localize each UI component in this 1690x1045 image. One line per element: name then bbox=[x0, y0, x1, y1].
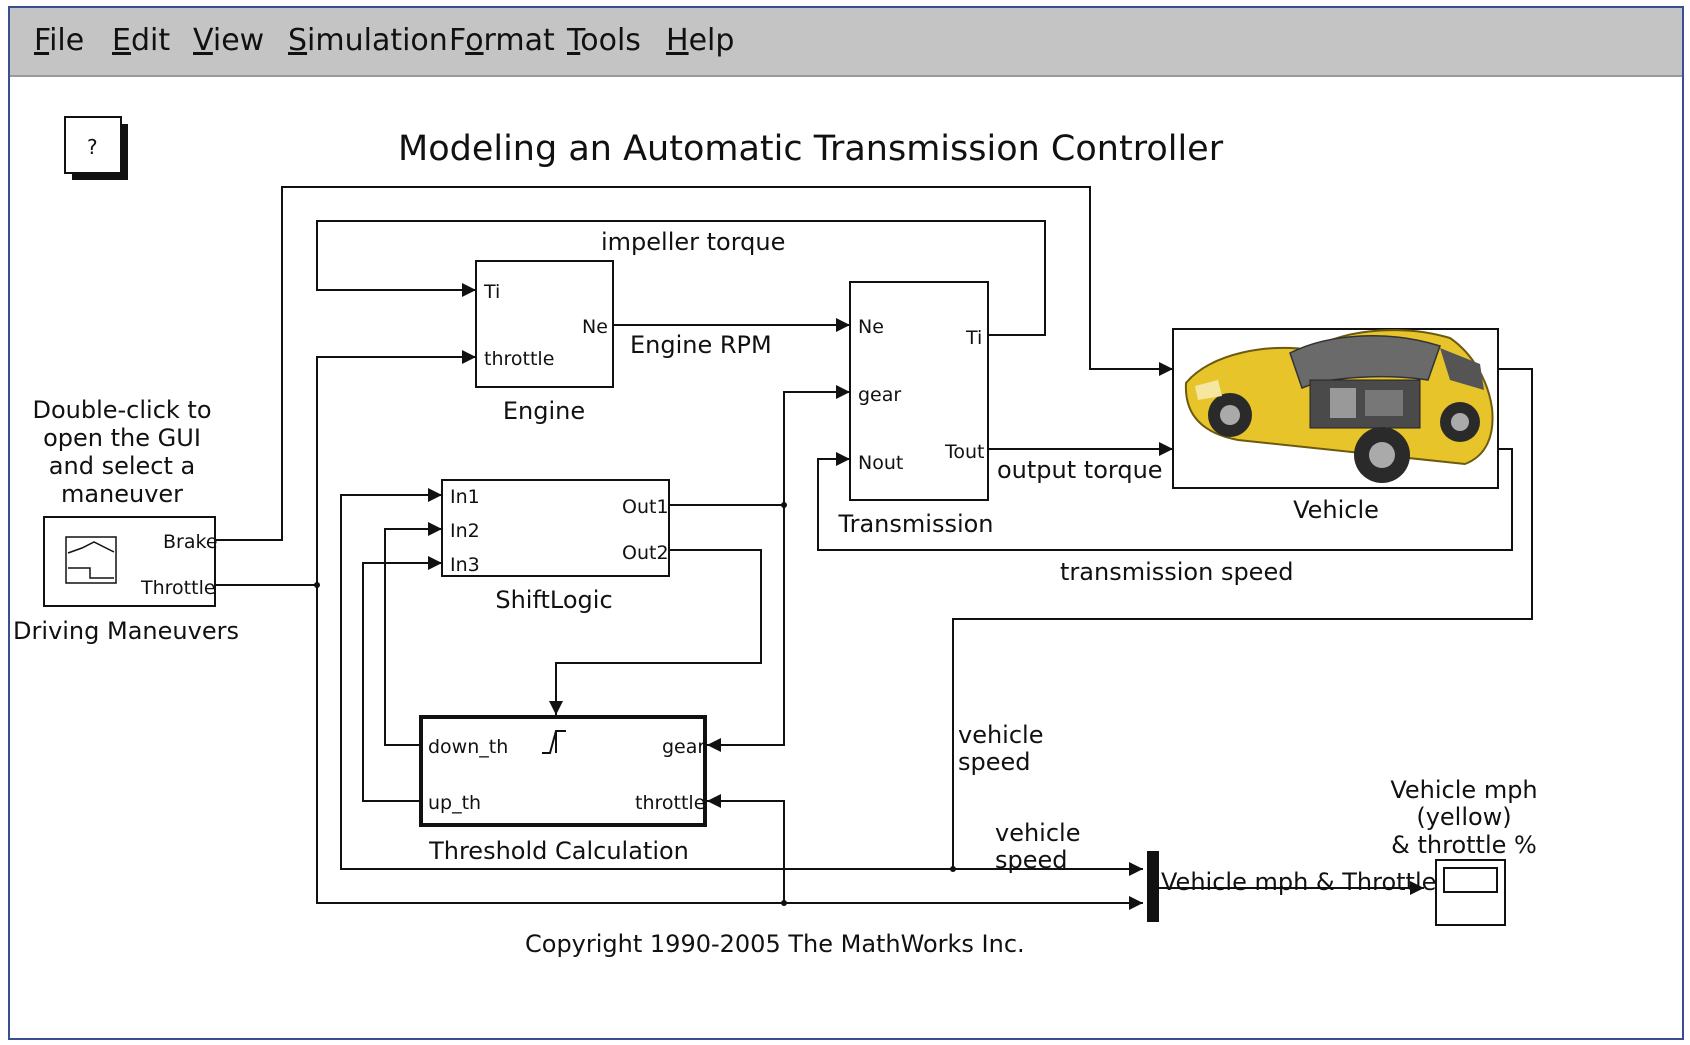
svg-text:?: ? bbox=[87, 135, 98, 159]
label-engine-rpm: Engine RPM bbox=[630, 331, 772, 359]
block-name: Engine bbox=[503, 397, 585, 425]
svg-text:and select a: and select a bbox=[49, 452, 195, 480]
svg-text:In1: In1 bbox=[450, 486, 480, 508]
line-throttle-to-mux[interactable] bbox=[316, 585, 1143, 910]
branch-points bbox=[314, 502, 956, 906]
label-output-torque: output torque bbox=[997, 456, 1163, 484]
label-impeller-torque: impeller torque bbox=[601, 228, 785, 256]
signal-builder-icon bbox=[65, 536, 117, 584]
svg-text:throttle: throttle bbox=[635, 792, 705, 814]
block-name: ShiftLogic bbox=[495, 586, 612, 614]
menu-format[interactable]: Format bbox=[449, 23, 555, 58]
menu-simulation[interactable]: Simulation bbox=[288, 23, 448, 58]
svg-text:Throttle: Throttle bbox=[140, 577, 216, 599]
svg-text:& throttle %: & throttle % bbox=[1391, 831, 1537, 859]
line-impeller-torque[interactable] bbox=[316, 220, 1046, 336]
menu-tools[interactable]: Tools bbox=[567, 23, 641, 58]
svg-text:open the GUI: open the GUI bbox=[43, 424, 201, 452]
menu-help[interactable]: Help bbox=[666, 23, 735, 58]
signal-lines bbox=[215, 186, 1533, 910]
line-gear-to-threshold[interactable] bbox=[707, 505, 785, 752]
block-name: Vehicle bbox=[1293, 496, 1379, 524]
menu-view[interactable]: View bbox=[193, 23, 265, 58]
label-vehicle-speed-b: speed bbox=[958, 748, 1031, 776]
menu-edit[interactable]: Edit bbox=[112, 23, 171, 58]
svg-text:Double-click to: Double-click to bbox=[32, 396, 211, 424]
svg-text:gear: gear bbox=[662, 736, 705, 758]
svg-text:gear: gear bbox=[858, 384, 901, 406]
line-out2[interactable] bbox=[549, 549, 762, 715]
svg-text:Vehicle mph: Vehicle mph bbox=[1390, 776, 1537, 804]
menu-file[interactable]: File bbox=[34, 23, 85, 58]
label-vehicle-speed-a: vehicle bbox=[958, 721, 1043, 749]
label-vehicle-speed-c: vehicle bbox=[995, 819, 1080, 847]
svg-text:Brake: Brake bbox=[163, 531, 218, 553]
menu-bar: File Edit View Simulation Format Tools H… bbox=[10, 8, 1682, 77]
svg-text:In2: In2 bbox=[450, 520, 480, 542]
block-name: Threshold Calculation bbox=[428, 837, 689, 865]
block-transmission[interactable]: Ne gear Nout Ti Tout Transmission bbox=[837, 281, 994, 538]
label-transmission-speed: transmission speed bbox=[1060, 558, 1293, 586]
svg-text:Out1: Out1 bbox=[622, 496, 669, 518]
block-mux[interactable] bbox=[1147, 851, 1159, 922]
svg-text:maneuver: maneuver bbox=[61, 480, 183, 508]
trigger-icon bbox=[542, 730, 566, 754]
copyright-text: Copyright 1990-2005 The MathWorks Inc. bbox=[525, 930, 1025, 958]
svg-text:up_th: up_th bbox=[428, 792, 481, 814]
line-brake[interactable] bbox=[215, 186, 1173, 541]
gui-hint-annotation: Double-click to open the GUI and select … bbox=[32, 396, 211, 508]
block-engine[interactable]: Ti throttle Ne Engine bbox=[475, 260, 614, 425]
signal-labels: impeller torque Engine RPM output torque… bbox=[601, 228, 1436, 896]
line-transmission-speed[interactable] bbox=[817, 448, 1513, 551]
block-vehicle[interactable]: Vehicle bbox=[1172, 328, 1499, 524]
line-vehicle-speed-to-shiftlogic[interactable] bbox=[340, 488, 953, 870]
svg-text:Ti: Ti bbox=[965, 327, 982, 349]
label-mux-out: Vehicle mph & Throttle bbox=[1161, 868, 1436, 896]
model-title: Modeling an Automatic Transmission Contr… bbox=[398, 129, 1224, 169]
svg-text:(yellow): (yellow) bbox=[1416, 803, 1511, 831]
svg-text:Ne: Ne bbox=[582, 316, 608, 338]
svg-text:Ti: Ti bbox=[483, 281, 500, 303]
scope-screen-icon bbox=[1443, 867, 1498, 893]
svg-text:Out2: Out2 bbox=[622, 542, 669, 564]
line-down-th[interactable] bbox=[384, 522, 442, 746]
line-throttle-to-engine[interactable] bbox=[215, 350, 476, 586]
svg-text:throttle: throttle bbox=[484, 348, 554, 370]
block-scope[interactable]: Vehicle mph (yellow) & throttle % bbox=[1390, 776, 1538, 926]
car-cutaway-icon bbox=[1184, 329, 1494, 483]
line-up-th[interactable] bbox=[362, 556, 442, 802]
simulink-window: File Edit View Simulation Format Tools H… bbox=[8, 6, 1684, 1040]
block-threshold-calculation[interactable]: down_th up_th gear throttle Threshold Ca… bbox=[419, 715, 707, 865]
svg-text:Ne: Ne bbox=[858, 316, 884, 338]
svg-text:Tout: Tout bbox=[944, 441, 985, 463]
block-shift-logic[interactable]: In1 In2 In3 Out1 Out2 ShiftLogic bbox=[441, 479, 670, 614]
line-gear[interactable] bbox=[669, 385, 850, 506]
block-name: Transmission bbox=[837, 510, 993, 538]
svg-text:Nout: Nout bbox=[858, 452, 903, 474]
label-vehicle-speed-d: speed bbox=[995, 846, 1068, 874]
line-throttle-to-threshold[interactable] bbox=[707, 794, 785, 903]
block-driving-maneuvers[interactable]: Brake Throttle Driving Maneuvers bbox=[13, 516, 239, 645]
help-block[interactable]: ? bbox=[64, 116, 128, 180]
svg-text:In3: In3 bbox=[450, 554, 480, 576]
model-canvas: Modeling an Automatic Transmission Contr… bbox=[13, 116, 1538, 958]
block-name: Driving Maneuvers bbox=[13, 617, 239, 645]
svg-text:down_th: down_th bbox=[428, 736, 508, 758]
line-vehicle-speed[interactable] bbox=[952, 368, 1533, 869]
